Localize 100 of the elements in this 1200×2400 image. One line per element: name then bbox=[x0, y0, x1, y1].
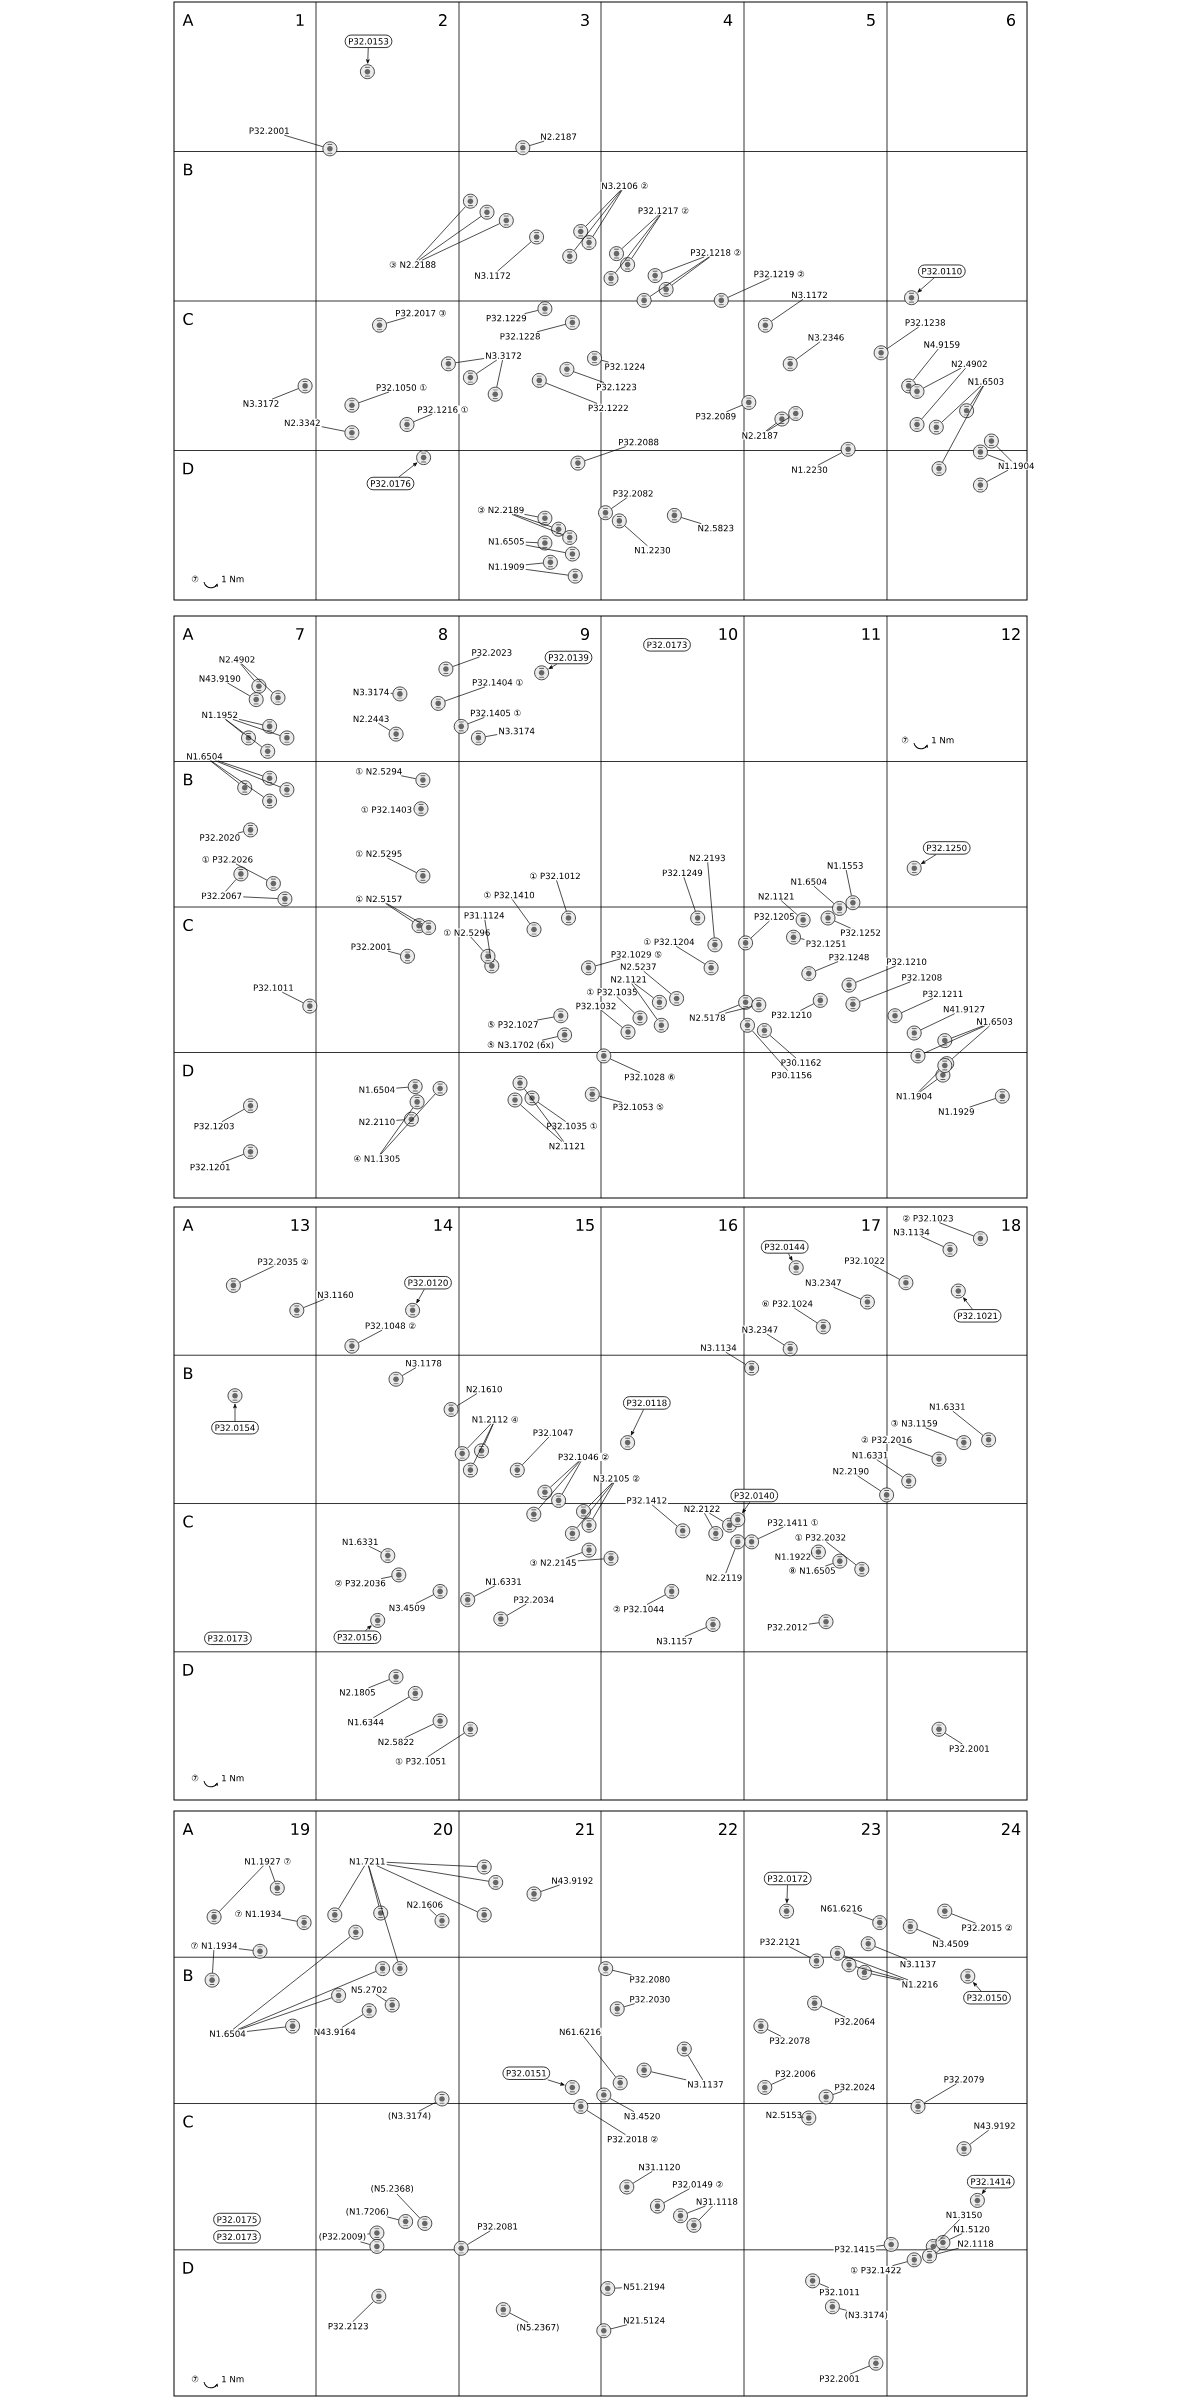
leader-line bbox=[609, 2098, 635, 2112]
part-number: N43.9164 bbox=[313, 2027, 357, 2036]
grid-letter: C bbox=[183, 1515, 193, 1528]
grid-letter: D bbox=[183, 1664, 194, 1676]
part-number: N2.5153 bbox=[764, 2110, 803, 2119]
part-drawing bbox=[937, 1033, 953, 1048]
part-drawing bbox=[476, 1859, 492, 1875]
reference-arrow bbox=[973, 1982, 982, 1992]
grid-number: 6 bbox=[1007, 13, 1016, 27]
part-drawing bbox=[463, 1462, 478, 1478]
reference-bubble: P32.0118 bbox=[623, 1396, 671, 1410]
part-number: N1.3150 bbox=[944, 2210, 984, 2219]
part-number: P32.1208 bbox=[900, 973, 943, 982]
part-number: N3.2346 bbox=[806, 333, 846, 342]
part-drawing bbox=[369, 2225, 385, 2241]
part-drawing bbox=[868, 2355, 884, 2371]
part-number: P32.1217 ② bbox=[637, 206, 690, 215]
part-drawing bbox=[805, 2273, 820, 2289]
grid-number: 7 bbox=[296, 628, 304, 640]
part-number: N5.2702 bbox=[350, 1985, 389, 1994]
leader-line bbox=[484, 1423, 494, 1445]
part-drawing bbox=[243, 1144, 258, 1160]
part-number: ② P32.1023 bbox=[901, 1214, 955, 1223]
leader-line bbox=[418, 2102, 436, 2112]
reference-arrow bbox=[366, 47, 370, 64]
part-drawing bbox=[289, 1302, 305, 1318]
part-drawing bbox=[841, 1957, 857, 1973]
reference-bubble: P32.0110 bbox=[918, 264, 966, 278]
leader-line bbox=[920, 1013, 956, 1031]
part-drawing bbox=[463, 370, 478, 385]
part-drawing bbox=[487, 386, 503, 402]
leader-line bbox=[227, 682, 251, 697]
leader-line bbox=[588, 1482, 613, 1507]
reference-arrow bbox=[548, 663, 558, 670]
part-drawing bbox=[738, 994, 753, 1010]
leader-line bbox=[583, 2035, 616, 2078]
leader-line bbox=[684, 1627, 707, 1637]
leader-line bbox=[923, 367, 962, 389]
part-drawing bbox=[811, 1544, 826, 1560]
part-number: N3.1137 bbox=[898, 1959, 938, 1969]
part-number: P32.2123 bbox=[327, 2322, 370, 2331]
leader-line bbox=[368, 1545, 382, 1553]
leader-line bbox=[375, 1993, 387, 2002]
part-number: ① P32.1410 bbox=[482, 890, 536, 900]
part-number: ⑤ P32.1027 bbox=[486, 1020, 540, 1029]
part-number: P32.2020 bbox=[198, 833, 241, 842]
part-number: N3.4520 bbox=[623, 2112, 662, 2121]
part-drawing bbox=[942, 1242, 958, 1257]
part-drawing bbox=[832, 901, 847, 916]
part-drawing bbox=[391, 1567, 407, 1583]
part-number: P32.1048 ② bbox=[364, 1321, 417, 1330]
part-drawing bbox=[348, 1924, 364, 1940]
part-drawing bbox=[959, 403, 974, 419]
part-drawing bbox=[453, 2241, 469, 2256]
part-number: N2.1121 bbox=[757, 892, 796, 901]
part-drawing bbox=[973, 1231, 988, 1246]
leader-line bbox=[817, 452, 842, 466]
part-drawing bbox=[603, 271, 619, 286]
leader-line bbox=[538, 1461, 580, 1509]
part-drawing bbox=[879, 1487, 894, 1503]
leader-line bbox=[386, 903, 423, 925]
part-number: N2.4902 bbox=[217, 655, 257, 664]
part-number: P32.1223 bbox=[595, 382, 638, 392]
leader-line bbox=[577, 1558, 605, 1562]
leader-line bbox=[727, 278, 770, 298]
leader-line bbox=[561, 1461, 582, 1495]
part-number: N2.2187 bbox=[740, 431, 779, 440]
part-drawing bbox=[441, 356, 456, 372]
leader-line bbox=[221, 1108, 245, 1122]
part-number: N3.3172 bbox=[484, 351, 523, 360]
part-drawing bbox=[984, 433, 999, 449]
grid-letter: B bbox=[184, 773, 193, 786]
part-number: P32.2006 bbox=[774, 2069, 817, 2078]
part-drawing bbox=[241, 730, 256, 746]
part-drawing bbox=[515, 140, 531, 156]
part-drawing bbox=[854, 1561, 870, 1577]
part-drawing bbox=[369, 2239, 385, 2254]
part-drawing bbox=[564, 2080, 580, 2095]
leader-line bbox=[687, 2205, 706, 2214]
leader-line bbox=[225, 719, 244, 734]
part-number: P32.1248 bbox=[827, 953, 871, 962]
reference-arrow bbox=[963, 1297, 973, 1310]
part-number: ① P32.1204 bbox=[642, 937, 696, 946]
part-number: P32.1203 bbox=[192, 1122, 236, 1131]
part-number: P32.2001 bbox=[818, 2374, 861, 2383]
leader-line bbox=[833, 1286, 861, 1300]
part-number: P32.1249 bbox=[661, 868, 704, 877]
leader-line bbox=[387, 2216, 399, 2221]
part-drawing bbox=[553, 1008, 569, 1024]
part-number: P32.1218 ② bbox=[689, 248, 743, 257]
part-number: N2.1118 bbox=[956, 2239, 995, 2248]
leader-line bbox=[525, 541, 538, 544]
part-drawing bbox=[327, 1907, 343, 1923]
leader-line bbox=[496, 359, 503, 388]
leader-line bbox=[687, 2055, 704, 2081]
leader-line bbox=[651, 1504, 678, 1527]
leader-line bbox=[859, 981, 911, 1002]
part-drawing bbox=[609, 2001, 625, 2017]
reference-arrow bbox=[742, 1501, 751, 1514]
leader-line bbox=[379, 1107, 414, 1155]
